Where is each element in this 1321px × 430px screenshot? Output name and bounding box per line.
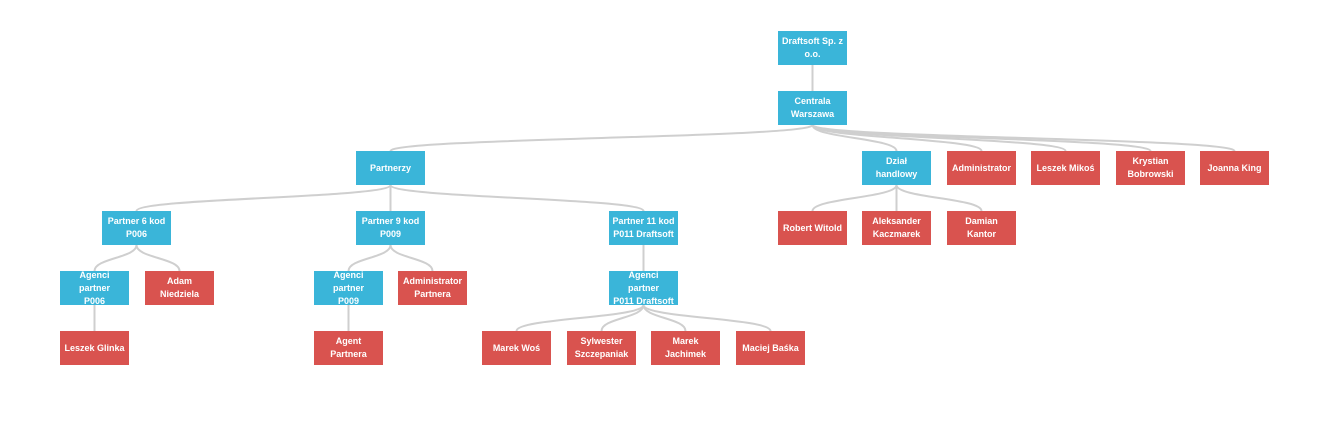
node-agenci-partner-p009[interactable]: Agenci partner P009 [314, 269, 383, 306]
node-label: Marek Woś [492, 342, 541, 353]
connector-line [600, 304, 645, 332]
node-label: Damian Kantor [965, 216, 998, 239]
node-label: Partnerzy [369, 162, 412, 173]
node-label: Partner 11 kod P011 Draftsoft [612, 216, 675, 239]
connector-line [811, 124, 1152, 152]
node-administrator-partnera[interactable]: Administrator Partnera [398, 271, 467, 305]
node-label: Dział handlowy [875, 156, 918, 179]
node-centrala-warszawa[interactable]: Centrala Warszawa [778, 91, 847, 125]
node-administrator[interactable]: Administrator [947, 151, 1016, 185]
node-joanna-king[interactable]: Joanna King [1200, 151, 1269, 185]
node-robert-witold[interactable]: Robert Witold [778, 211, 847, 245]
node-leszek-glinka[interactable]: Leszek Glinka [60, 331, 129, 365]
node-label: Robert Witold [783, 222, 842, 233]
node-label: Agenci partner P006 [78, 269, 110, 306]
node-dzial-handlowy[interactable]: Dział handlowy [862, 151, 931, 185]
node-agenci-partner-p006[interactable]: Agenci partner P006 [60, 269, 129, 306]
node-sylwester-szczepaniak[interactable]: Sylwester Szczepaniak [567, 331, 636, 365]
node-label: Aleksander Kaczmarek [872, 216, 921, 239]
node-agent-partnera[interactable]: Agent Partnera [314, 331, 383, 365]
connector-line [389, 244, 434, 272]
node-krystian-bobrowski[interactable]: Krystian Bobrowski [1116, 151, 1185, 185]
node-aleksander-kaczmarek[interactable]: Aleksander Kaczmarek [862, 211, 931, 245]
connector-line [515, 304, 645, 332]
connector-line [389, 184, 645, 212]
node-maciej-baska[interactable]: Maciej Baśka [736, 331, 805, 365]
node-label: Marek Jachimek [664, 336, 707, 359]
node-partnerzy[interactable]: Partnerzy [356, 151, 425, 185]
node-damian-kantor[interactable]: Damian Kantor [947, 211, 1016, 245]
connector-line [135, 244, 181, 272]
connector-line [895, 184, 983, 212]
node-adam-niedziela[interactable]: Adam Niedziela [145, 271, 214, 305]
node-label: Administrator Partnera [402, 276, 462, 299]
connector-line [811, 184, 898, 212]
node-label: Partner 9 kod P009 [361, 216, 420, 239]
connector-line [389, 124, 814, 152]
node-label: Agenci partner P009 [332, 269, 364, 306]
node-label: Administrator [951, 162, 1011, 173]
node-label: Sylwester Szczepaniak [574, 336, 629, 359]
node-agenci-partner-p011[interactable]: Agenci partner P011 Draftsoft [609, 269, 678, 306]
node-partner-6[interactable]: Partner 6 kod P006 [102, 211, 171, 245]
node-label: Draftsoft Sp. z o.o. [781, 36, 843, 59]
connector-line [135, 184, 392, 212]
node-marek-wos[interactable]: Marek Woś [482, 331, 551, 365]
connector-line [642, 304, 687, 332]
node-label: Leszek Glinka [64, 342, 125, 353]
connector-line [811, 124, 898, 152]
node-label: Partner 6 kod P006 [107, 216, 166, 239]
node-label: Adam Niedziela [159, 276, 199, 299]
connector-line [811, 124, 1236, 152]
connector-line [347, 244, 392, 272]
node-marek-jachimek[interactable]: Marek Jachimek [651, 331, 720, 365]
node-label: Agenci partner P011 Draftsoft [613, 269, 674, 306]
node-label: Maciej Baśka [742, 342, 799, 353]
connector-line [93, 244, 138, 272]
node-label: Joanna King [1207, 162, 1262, 173]
node-partner-11[interactable]: Partner 11 kod P011 Draftsoft [609, 211, 678, 245]
node-draftsoft[interactable]: Draftsoft Sp. z o.o. [778, 31, 847, 65]
node-partner-9[interactable]: Partner 9 kod P009 [356, 211, 425, 245]
node-leszek-mikos[interactable]: Leszek Mikoś [1031, 151, 1100, 185]
node-label: Leszek Mikoś [1036, 162, 1095, 173]
node-label: Agent Partnera [330, 336, 367, 359]
connector-line [642, 304, 772, 332]
node-label: Centrala Warszawa [790, 96, 835, 119]
node-label: Krystian Bobrowski [1127, 156, 1174, 179]
